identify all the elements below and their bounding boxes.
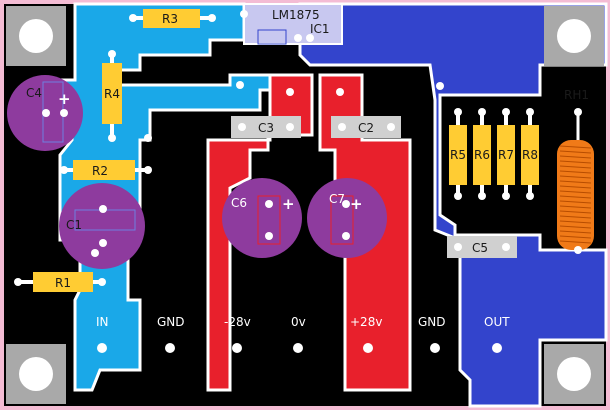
coil-winding	[559, 175, 592, 179]
coil-winding	[559, 210, 592, 214]
coil-winding	[559, 220, 592, 224]
r2-label: R2	[92, 164, 108, 178]
capacitor-c7: C7 +	[307, 178, 387, 258]
terminal-0v-label: 0v	[291, 315, 306, 329]
terminal-gnd-left-label: GND	[157, 315, 185, 329]
capacitor-c3: C3	[231, 116, 301, 138]
r6-label: R6	[474, 148, 490, 162]
coil-winding	[559, 145, 592, 149]
mount-pad-top-left	[6, 6, 66, 66]
terminal-gnd-left: GND	[157, 315, 185, 353]
coil-winding	[559, 205, 592, 209]
r3-label: R3	[162, 12, 178, 26]
terminal-in-label: IN	[96, 315, 109, 329]
c4-label: C4	[26, 86, 42, 100]
terminal-0v: 0v	[291, 315, 306, 353]
c2-label: C2	[358, 121, 374, 135]
coil-winding	[559, 170, 592, 174]
terminal-pos28-label: +28v	[350, 315, 382, 329]
r8-label: R8	[522, 148, 538, 162]
resistor-r6: R6	[473, 108, 491, 200]
terminal-neg28-label: -28v	[224, 315, 251, 329]
red-rail-negative	[206, 73, 314, 392]
ic1: LM1875 IC1	[257, 8, 330, 45]
ic1-ref-label: IC1	[310, 22, 330, 36]
coil-winding	[559, 195, 592, 199]
coil-winding	[559, 185, 592, 189]
ic1-part-label: LM1875	[272, 8, 320, 22]
capacitor-c5: C5	[447, 236, 517, 258]
c1-label: C1	[66, 218, 82, 232]
mount-pad-bottom-right	[544, 344, 604, 404]
resistor-r2: R2	[60, 160, 152, 180]
capacitor-c1: C1	[59, 183, 145, 269]
resistor-r4: R4	[102, 50, 122, 142]
terminal-pos28: +28v	[350, 315, 382, 353]
coil-winding	[559, 150, 592, 154]
r7-label: R7	[498, 148, 514, 162]
c7-plus: +	[350, 195, 363, 213]
terminal-neg28: -28v	[224, 315, 251, 353]
resistor-r5: R5	[449, 108, 467, 200]
rh1-label: RH1	[564, 88, 589, 102]
r5-label: R5	[450, 148, 466, 162]
capacitor-c4: C4 +	[7, 75, 83, 151]
coil-winding	[559, 180, 592, 184]
capacitor-c6: C6 +	[222, 178, 302, 258]
coil-winding	[559, 190, 592, 194]
terminal-gnd-right: GND	[418, 315, 446, 353]
resistor-r3: R3	[129, 9, 216, 28]
inductor-rh1: RH1	[557, 88, 594, 254]
terminal-out-label: OUT	[484, 315, 510, 329]
terminal-gnd-right-label: GND	[418, 315, 446, 329]
c6-label: C6	[231, 196, 247, 210]
c7-label: C7	[329, 192, 345, 206]
terminal-out: OUT	[484, 315, 510, 353]
r4-label: R4	[104, 87, 120, 101]
coil-winding	[559, 160, 592, 164]
resistor-r7: R7	[497, 108, 515, 200]
c4-plus: +	[58, 90, 71, 108]
coil-winding	[559, 200, 592, 204]
r1-label: R1	[55, 276, 71, 290]
coil-winding	[559, 235, 592, 239]
mount-pad-top-right	[544, 6, 604, 66]
resistor-r1: R1	[14, 272, 106, 292]
c5-label: C5	[472, 241, 488, 255]
terminal-in: IN	[96, 315, 109, 353]
resistor-r8: R8	[521, 108, 539, 200]
vias	[91, 10, 444, 257]
coil-winding	[559, 230, 592, 234]
coil-winding	[559, 225, 592, 229]
mount-pad-bottom-left	[6, 344, 66, 404]
coil-winding	[559, 215, 592, 219]
capacitor-c2: C2	[331, 116, 401, 138]
c3-label: C3	[258, 121, 274, 135]
coil-winding	[559, 165, 592, 169]
coil-winding	[559, 155, 592, 159]
c6-plus: +	[282, 195, 295, 213]
coil-winding	[559, 240, 592, 244]
blue-copper-pour	[298, 2, 608, 408]
ic-area-pour	[243, 3, 343, 45]
